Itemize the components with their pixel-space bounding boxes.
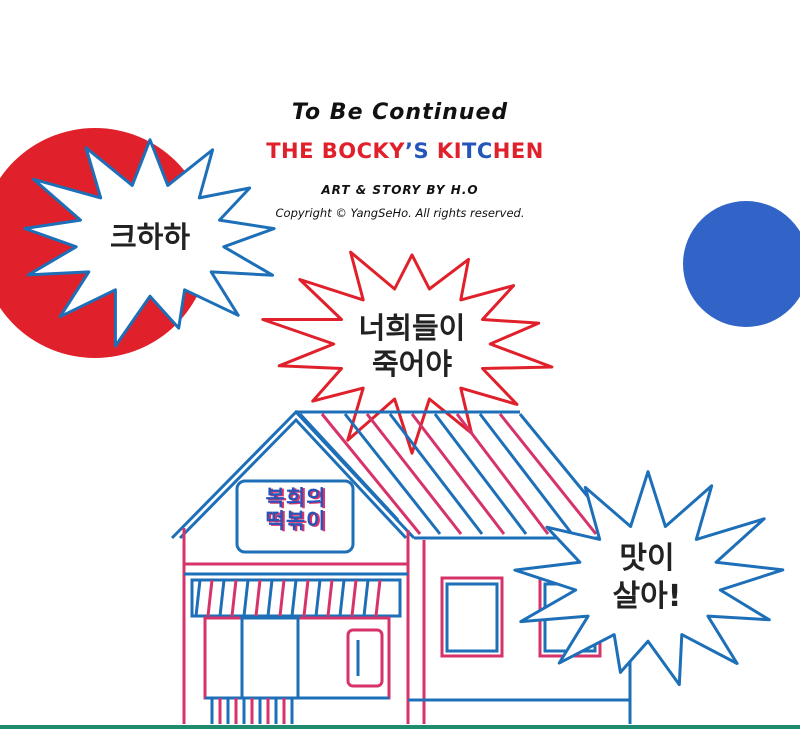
shop-sign-line: 복희의 — [265, 486, 327, 510]
center-bubble-text: 너희들이 죽어야 — [342, 310, 482, 383]
shop-sign-text: 복희의 떡볶이 — [244, 487, 348, 532]
title-part: ’S — [405, 139, 430, 163]
blue-circle — [683, 201, 800, 327]
center-speech-burst — [261, 250, 554, 455]
left-bubble-text: 크하하 — [109, 220, 191, 254]
right-speech-burst — [513, 470, 785, 687]
to-be-continued: To Be Continued — [291, 100, 509, 125]
title-part: THE BOCKY — [266, 139, 406, 163]
series-title: THE BOCKY’S KITCHEN — [0, 139, 800, 163]
title-part: HEN — [492, 139, 544, 163]
left-speech-burst — [23, 138, 276, 348]
right-bubble-line: 맛이 — [619, 541, 675, 576]
title-part: TC — [462, 139, 493, 163]
shop-sign-line: 떡볶이 — [265, 508, 327, 533]
right-bubble-text: 맛이 살아! — [592, 540, 702, 615]
right-bubble-line: 살아! — [612, 578, 682, 614]
title-part: KI — [429, 139, 463, 163]
credit-line: ART & STORY BY H.O — [321, 183, 479, 197]
center-bubble-line: 너희들이 — [358, 311, 466, 345]
center-bubble-line: 죽어야 — [371, 347, 453, 382]
copyright-line: Copyright © YangSeHo. All rights reserve… — [275, 206, 525, 220]
